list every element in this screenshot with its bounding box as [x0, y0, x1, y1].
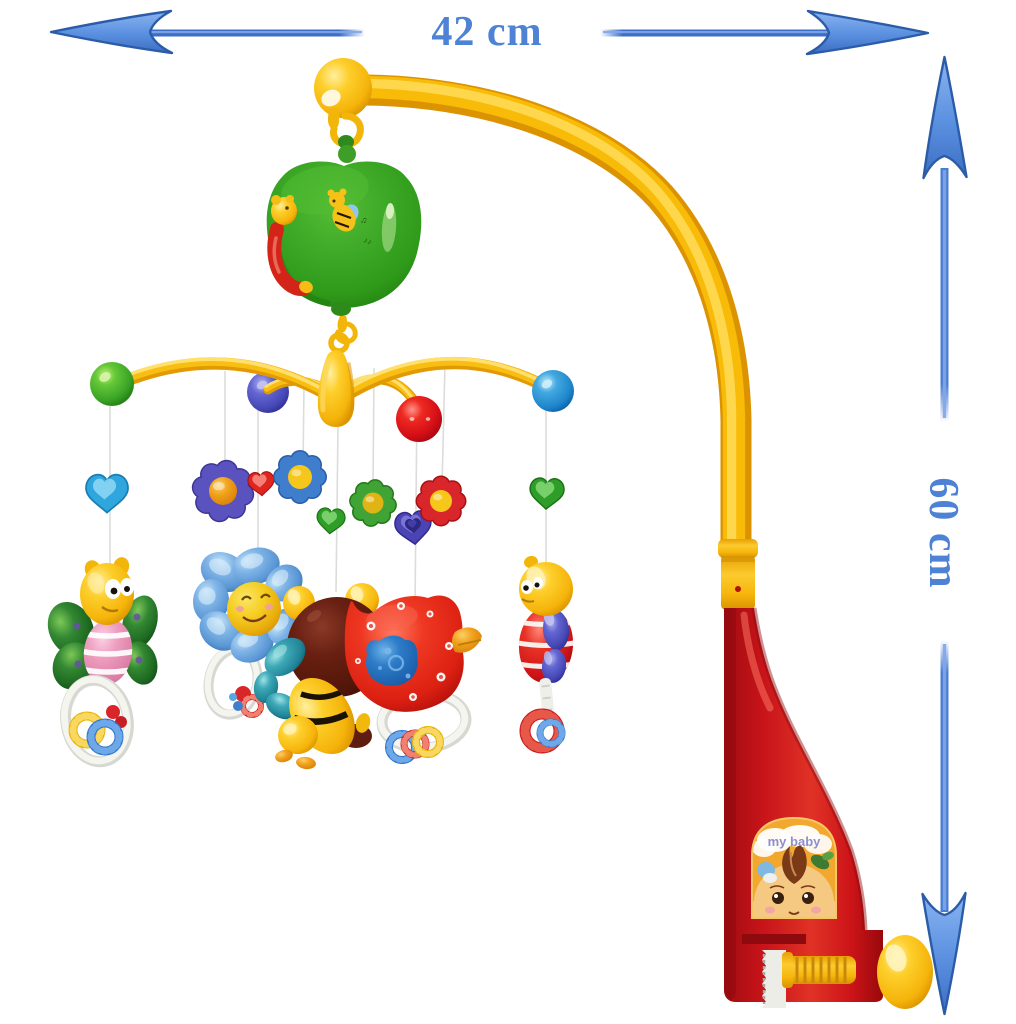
- svg-text:60 cm: 60 cm: [920, 477, 966, 588]
- svg-text:♫: ♫: [360, 214, 369, 225]
- svg-text:42 cm: 42 cm: [431, 9, 542, 55]
- svg-text:my baby: my baby: [768, 834, 822, 849]
- svg-text:♪♪: ♪♪: [362, 235, 373, 246]
